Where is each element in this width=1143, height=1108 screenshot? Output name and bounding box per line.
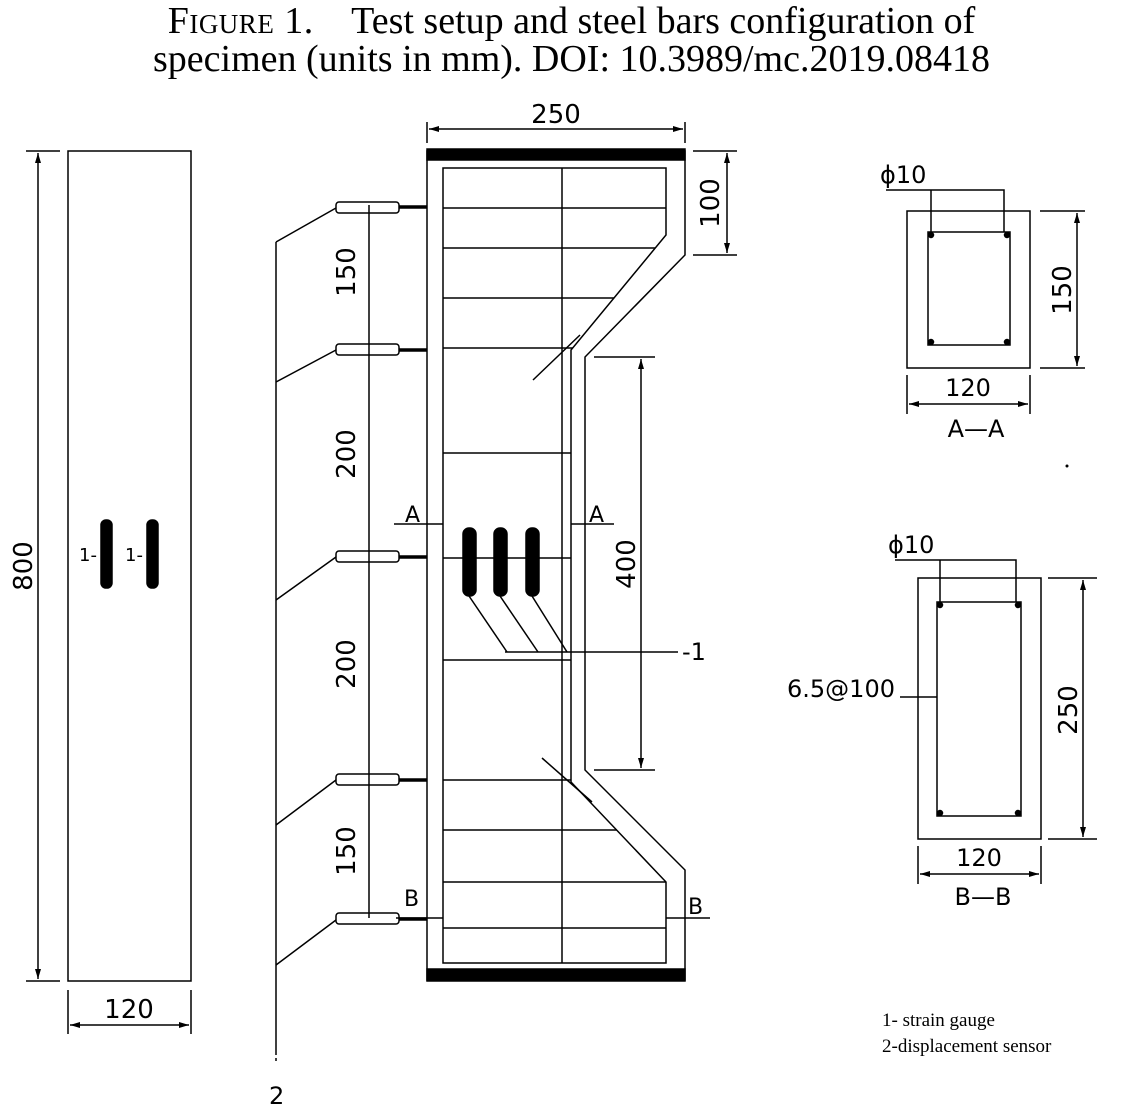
top-loading-plate [426,148,686,161]
front-strain-gauge-3 [525,527,540,597]
lower-diagonal-line [541,757,593,803]
section-b-left-label: B [404,887,419,912]
legend-item-strain-gauge: 1- strain gauge [882,1010,995,1031]
side-view-outline [67,150,192,982]
sensor-spacing-4: 150 [332,826,362,876]
section-a-left-label: A [405,503,420,528]
section-aa [886,189,1085,414]
sensor-1 [335,201,400,214]
section-aa-title: A—A [948,415,1005,443]
sensor-callout-label: 2 [269,1082,284,1108]
front-concrete-outline [426,150,686,982]
section-aa-width-label: 120 [945,374,991,402]
section-aa-bar-label: ϕ10 [880,161,926,189]
side-width-label: 120 [104,995,154,1025]
side-strain-gauge-2 [146,519,159,589]
caption-line-1: Test setup and steel bars configuration … [351,0,976,42]
stirrups [443,207,666,929]
sensor-spacing-2: 200 [332,429,362,479]
section-aa-stirrup [927,231,1011,346]
sensor-5 [335,912,400,925]
upper-diagonal-line [532,334,581,381]
gauge-callout-label: -1 [682,638,706,666]
section-bb-height-label: 250 [1054,685,1084,735]
top-region-label: 100 [696,178,726,228]
sensor-3 [335,550,400,563]
side-strain-gauge-1 [100,519,113,589]
section-bb-concrete [917,577,1042,840]
front-width-label: 250 [531,100,581,130]
figure-caption: Figure 1. Test setup and steel bars conf… [0,0,1143,78]
section-a-right-label: A [589,503,604,528]
section-bb-stirrup-label: 6.5@100 [787,675,895,703]
section-b-right-label: B [688,895,703,920]
caption-line-2: specimen (units in mm). DOI: 10.3989/mc.… [153,38,990,80]
sensor-4 [335,773,400,786]
front-strain-gauge-2 [493,527,508,597]
side-gauge-label-1: 1- [79,545,97,566]
legend-item-displacement-sensor: 2-displacement sensor [882,1036,1052,1057]
sensor-2 [335,343,400,356]
side-gauge-label-2: 1- [125,545,143,566]
section-bb-width-label: 120 [956,844,1002,872]
side-height-label: 800 [9,541,39,591]
front-strain-gauge-1 [462,527,477,597]
figure-label: Figure 1. [167,0,314,42]
sensor-spacing-1: 150 [332,247,362,297]
section-bb-bar-label: ϕ10 [888,531,934,559]
section-bb-title: B—B [955,883,1012,911]
section-aa-height-label: 150 [1048,265,1078,315]
stray-dot [1065,464,1069,468]
bottom-loading-plate [426,968,686,981]
reinforcement-cage [442,167,667,964]
displacement-sensors [335,201,400,925]
section-bb [895,559,1097,884]
section-bb-stirrup [936,601,1022,817]
front-view [275,122,737,1062]
section-aa-concrete [906,210,1031,369]
sensor-spacing-3: 200 [332,639,362,689]
side-view [26,150,192,1034]
middle-region-label: 400 [612,539,642,589]
